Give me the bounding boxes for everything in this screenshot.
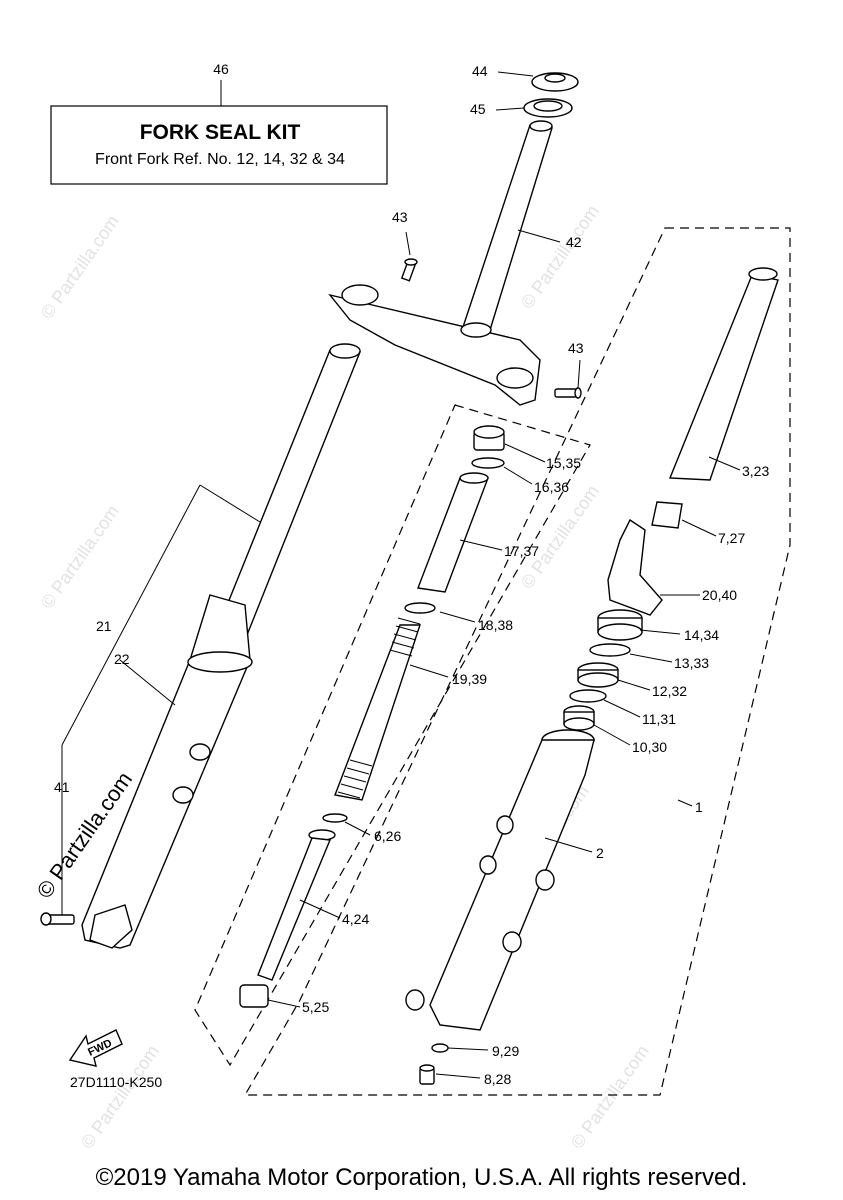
callout-22: 22: [114, 651, 130, 667]
left-axle-bolt-part: [40, 912, 75, 926]
callout-19-39: 19,39: [452, 671, 487, 687]
left-fork-assembly-part: [81, 343, 362, 949]
callout-46: 46: [213, 61, 229, 77]
callout-4-24: 4,24: [342, 911, 369, 927]
callout-9-29: 9,29: [492, 1043, 519, 1059]
callout-16-36: 16,36: [534, 479, 569, 495]
watermark: © Partzilla.com: [517, 201, 603, 312]
watermark: © Partzilla.com: [37, 211, 123, 322]
callout-8-28: 8,28: [484, 1071, 511, 1087]
callout-10-30: 10,30: [632, 739, 667, 755]
damper-rod-part: [257, 829, 336, 981]
damper-bolt-part: [419, 1064, 435, 1085]
callout-45: 45: [470, 101, 486, 117]
fork-cover-part: [607, 518, 663, 616]
spacer-part: [417, 472, 490, 593]
watermark: © Partzilla.com: [37, 501, 123, 612]
watermark: © Partzilla.com: [517, 481, 603, 592]
fork-seal-kit-box: 46 FORK SEAL KIT Front Fork Ref. No. 12,…: [50, 61, 388, 185]
o-ring-part: [471, 457, 505, 469]
callout-3-23: 3,23: [742, 463, 769, 479]
callout-12-32: 12,32: [652, 683, 687, 699]
cap-bolt-part: [473, 425, 505, 451]
leader-lines: [61, 71, 741, 1079]
dust-seal-part: [597, 609, 643, 641]
lower-bolt-part: [554, 387, 582, 399]
callout-14-34: 14,34: [684, 627, 719, 643]
callout-21: 21: [96, 618, 112, 634]
kit-title: FORK SEAL KIT: [140, 121, 301, 144]
callout-1: 1: [695, 799, 703, 815]
callout-43-lower: 43: [568, 340, 584, 356]
copyright-notice: ©2019 Yamaha Motor Corporation, U.S.A. A…: [95, 1164, 748, 1191]
callout-6-26: 6,26: [374, 828, 401, 844]
callout-42: 42: [566, 234, 582, 250]
spring-seat-part: [404, 602, 436, 614]
callout-2: 2: [596, 845, 604, 861]
callout-13-33: 13,33: [674, 655, 709, 671]
callout-17-37: 17,37: [504, 543, 539, 559]
steering-stem-part: [328, 120, 553, 406]
callout-41: 41: [54, 779, 70, 795]
watermark: © Partzilla.com: [567, 1041, 653, 1152]
oil-lock-piece-part: [239, 984, 269, 1008]
outer-tube-part: [405, 729, 595, 1031]
washer-part: [523, 98, 573, 118]
guide-bushing-part: [563, 705, 595, 731]
upper-bolt-part: [400, 258, 418, 282]
callout-5-25: 5,25: [302, 999, 329, 1015]
callout-44: 44: [472, 63, 488, 79]
callout-labels: 44 45 42 43 43 15,35 16,36 3,23 17,37 7,…: [54, 63, 769, 1087]
fork-spring-part: [334, 617, 421, 801]
drawing-code: 27D1110-K250: [70, 1074, 162, 1090]
ring-nut-part: [531, 72, 579, 92]
oil-seal-washer-part: [569, 689, 607, 703]
fork-assembly-group-outline: [243, 227, 791, 1096]
callout-7-27: 7,27: [718, 530, 745, 546]
callout-43-upper: 43: [392, 209, 408, 225]
kit-subtitle: Front Fork Ref. No. 12, 14, 32 & 34: [95, 151, 345, 168]
callout-20-40: 20,40: [702, 587, 737, 603]
callout-15-35: 15,35: [546, 455, 581, 471]
right-inner-tube-part: [668, 267, 779, 481]
callout-11-31: 11,31: [642, 711, 676, 727]
oil-seal-part: [577, 662, 619, 688]
drain-washer-part: [431, 1043, 449, 1053]
piston-ring-part: [322, 813, 348, 823]
inner-parts-group-outline: [194, 404, 591, 1067]
slide-bushing-part: [651, 501, 683, 529]
callout-18-38: 18,38: [478, 617, 513, 633]
clip-part: [589, 643, 631, 657]
fwd-arrow-icon: FWD: [68, 1029, 123, 1067]
